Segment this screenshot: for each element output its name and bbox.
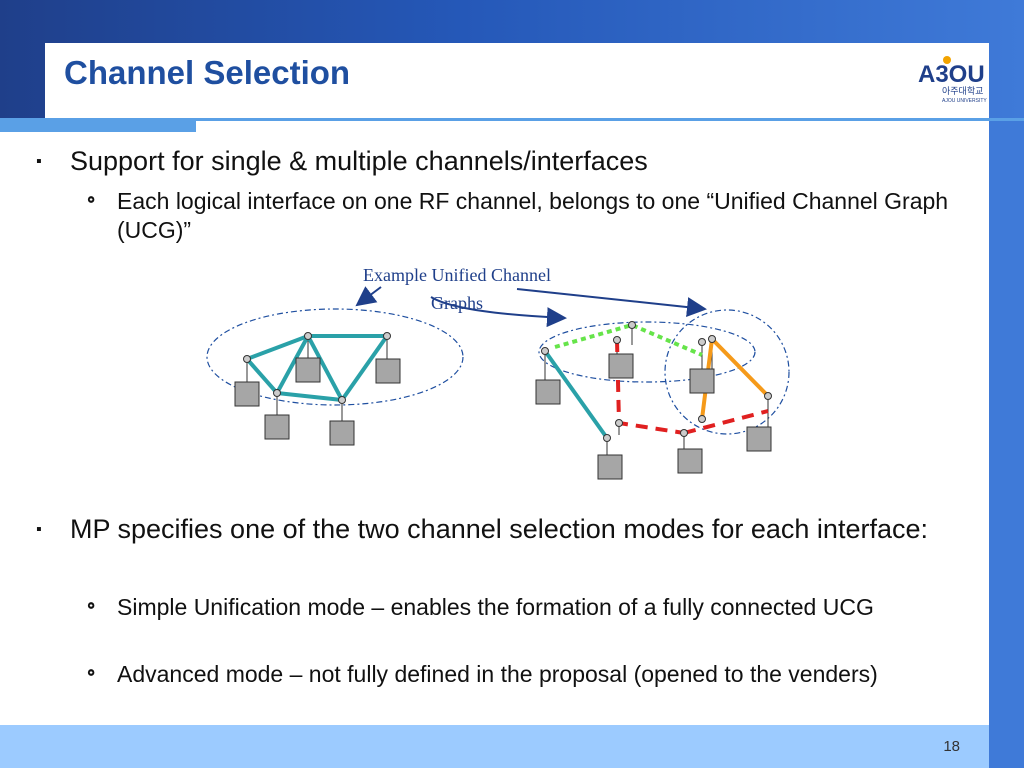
node-box (597, 454, 623, 480)
logo-english-text: AJOU UNIVERSITY (942, 98, 987, 104)
node-box (689, 368, 715, 394)
antenna-node (541, 347, 549, 355)
footer-bar (0, 725, 989, 768)
page-number: 18 (943, 738, 960, 755)
antenna-node (603, 434, 611, 442)
caption-arrow (430, 296, 567, 328)
node-box (329, 420, 355, 446)
circle-bullet-icon: ⚬ (84, 191, 99, 210)
title-underline-thin (196, 118, 1024, 121)
bullet-text: MP specifies one of the two channel sele… (70, 514, 928, 544)
bullet-text: Support for single & multiple channels/i… (70, 146, 648, 176)
bullet-text: Simple Unification mode – enables the fo… (117, 594, 874, 620)
right-accent-strip (989, 118, 1024, 768)
bullet-text: Advanced mode – not fully defined in the… (117, 661, 878, 687)
circle-bullet-icon: ⚬ (84, 664, 99, 683)
node-box (746, 426, 772, 452)
antenna-node (680, 429, 688, 437)
node-box (677, 448, 703, 474)
bullet-text: Each logical interface on one RF channel… (117, 188, 949, 243)
title-underline-bar (0, 118, 196, 132)
university-logo: A3OU 아주대학교 AJOU UNIVERSITY (918, 56, 987, 104)
square-bullet-icon: ▪ (36, 153, 42, 170)
antenna-node (628, 321, 636, 329)
antenna-node (338, 396, 346, 404)
antenna-node (698, 338, 706, 346)
teal-links (245, 334, 389, 402)
diagram-caption-line1: Example Unified Channel (363, 265, 551, 285)
logo-mark: A3OU (918, 61, 985, 88)
ucg-ellipse (664, 309, 790, 435)
node-box (295, 357, 321, 383)
antenna-node (764, 392, 772, 400)
antenna-node (383, 332, 391, 340)
node-box (375, 358, 401, 384)
circle-bullet-icon: ⚬ (84, 597, 99, 616)
logo-korean-text: 아주대학교 (942, 86, 983, 97)
antenna-node (273, 389, 281, 397)
antenna-node (708, 335, 716, 343)
title-area (45, 43, 989, 118)
ucg-ellipse (206, 308, 464, 406)
antenna-node (615, 419, 623, 427)
square-bullet-icon: ▪ (36, 521, 42, 538)
node-box (608, 353, 634, 379)
antenna-node (613, 336, 621, 344)
slide-title: Channel Selection (64, 54, 351, 91)
ucg-diagram: Example Unified Channel Graphs (206, 265, 790, 480)
node-box (535, 379, 561, 405)
node-box (234, 381, 260, 407)
antenna-node (304, 332, 312, 340)
node-box (264, 414, 290, 440)
antenna-node (243, 355, 251, 363)
caption-arrow (355, 286, 382, 307)
antenna-node (698, 415, 706, 423)
caption-arrow (516, 288, 707, 318)
ucg-ellipse (538, 321, 756, 383)
